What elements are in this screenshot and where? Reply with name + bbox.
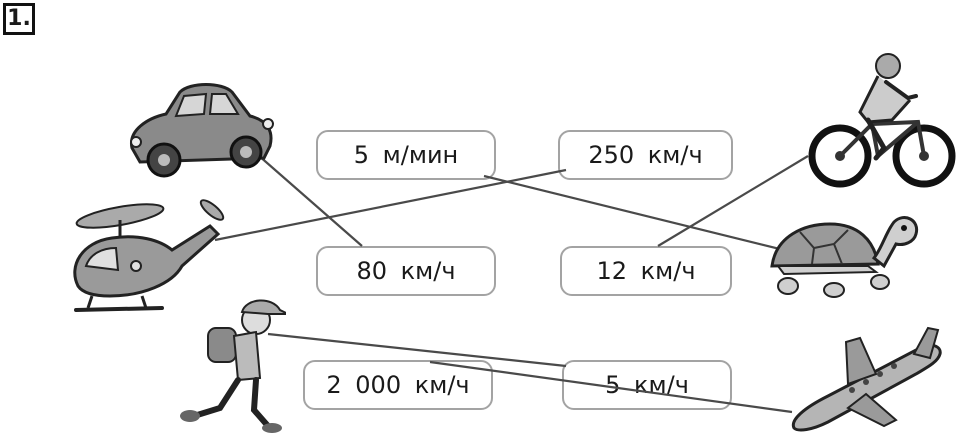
line-12-to-cyclist bbox=[657, 155, 809, 247]
airplane-icon[interactable] bbox=[788, 324, 952, 434]
helicopter-icon[interactable] bbox=[62, 196, 230, 320]
speed-box-2000-km-per-h[interactable]: 2 000 км/ч bbox=[303, 360, 493, 410]
speed-box-12-km-per-h[interactable]: 12 км/ч bbox=[560, 246, 732, 296]
speed-box-250-km-per-h[interactable]: 250 км/ч bbox=[558, 130, 733, 180]
line-car-to-80 bbox=[249, 147, 363, 247]
line-pedestrian-to-5-km bbox=[267, 332, 567, 368]
line-2000-to-airplane bbox=[429, 360, 793, 414]
pedestrian-icon[interactable] bbox=[176, 292, 286, 434]
car-icon[interactable] bbox=[118, 78, 280, 182]
turtle-icon[interactable] bbox=[764, 208, 922, 300]
speed-box-80-km-per-h[interactable]: 80 км/ч bbox=[316, 246, 496, 296]
task-number: 1. bbox=[3, 3, 35, 35]
speed-box-5-m-per-min[interactable]: 5 м/мин bbox=[316, 130, 496, 180]
line-5-m-per-min-to-turtle bbox=[483, 174, 793, 254]
cyclist-icon[interactable] bbox=[806, 52, 956, 192]
